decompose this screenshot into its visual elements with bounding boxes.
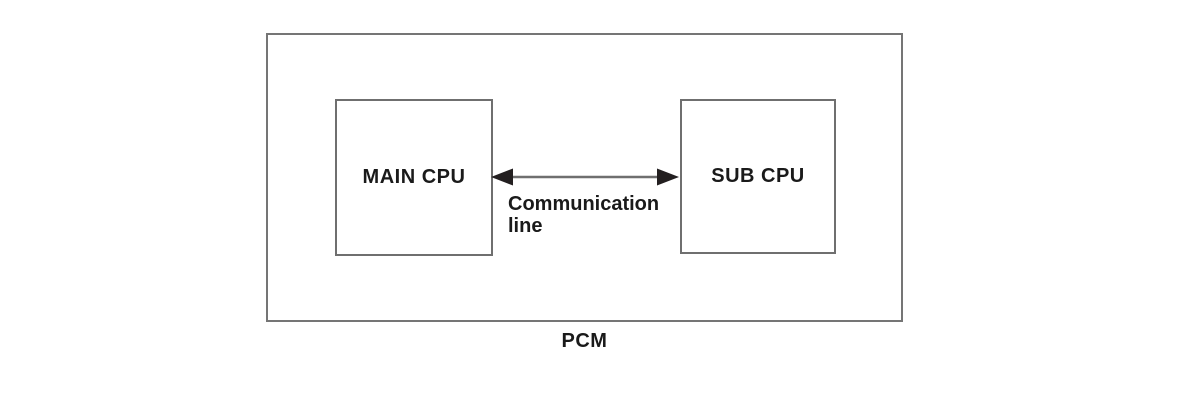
main-cpu-box: MAIN CPU [335, 99, 493, 256]
pcm-label: PCM [561, 330, 608, 352]
main-cpu-label: MAIN CPU [362, 166, 466, 188]
sub-cpu-box: SUB CPU [680, 99, 836, 254]
sub-cpu-label: SUB CPU [711, 165, 805, 187]
double-arrow-icon [491, 168, 679, 186]
communication-line-label: Communication line [508, 193, 660, 237]
